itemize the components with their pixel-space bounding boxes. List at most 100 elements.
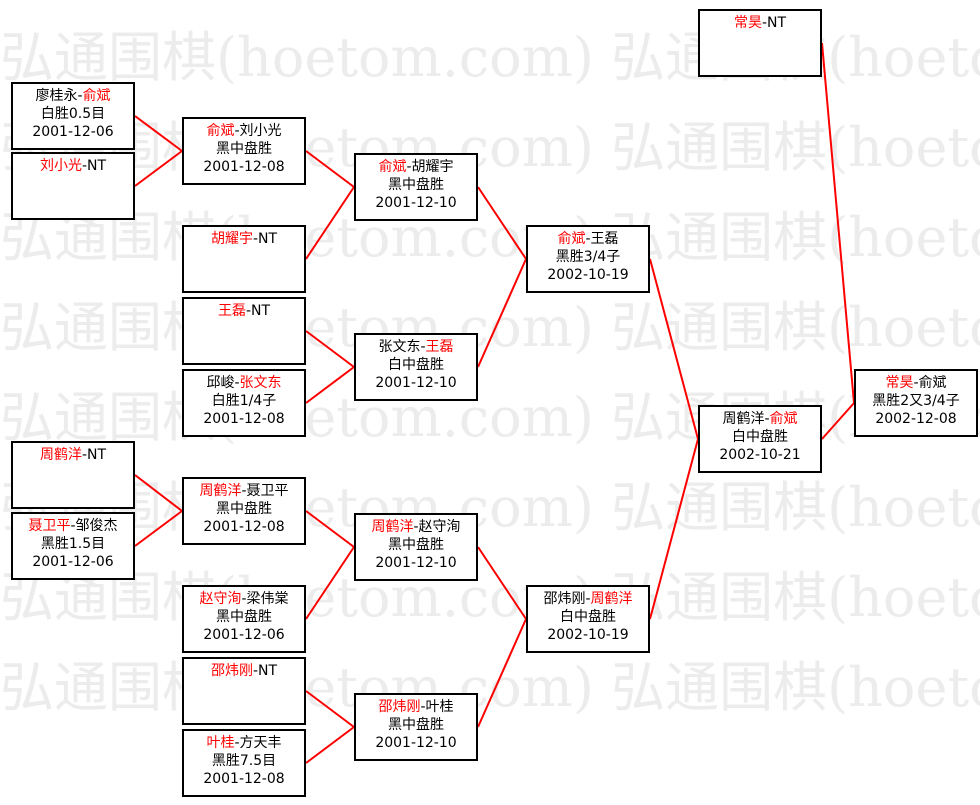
players-separator: - (81, 447, 88, 463)
match-date: 2001-12-08 (203, 159, 285, 175)
players-separator: - (252, 663, 259, 679)
players-separator: - (241, 483, 247, 499)
match-players: 王磊-NT (184, 302, 304, 320)
bracket-connector-line (134, 150, 183, 187)
match-players: 周鹤洋-俞斌 (700, 410, 820, 428)
player-name: NT (258, 231, 278, 247)
player-name: 廖桂永 (35, 88, 78, 104)
player-name: 聂卫平 (246, 483, 289, 499)
bracket-connector-line (649, 438, 699, 620)
players-separator: - (585, 231, 591, 247)
bracket-connector-line (477, 258, 527, 368)
match-result: 黑胜2又3/4子 (872, 393, 960, 409)
players-separator: - (585, 591, 591, 607)
player-name: 王磊 (217, 303, 246, 319)
player-name: 赵守洵 (199, 591, 242, 607)
match-players: 聂卫平-邹俊杰 (13, 517, 133, 535)
watermark-line: 弘通围棋(hoetom.com) 弘通围棋(hoetom.com) (0, 116, 980, 179)
match-players: 张文东-王磊 (356, 338, 476, 356)
players-separator: - (245, 303, 252, 319)
match-players: 俞斌-王磊 (528, 230, 648, 248)
match-date: 2001-12-10 (375, 195, 457, 211)
players-separator: - (413, 519, 419, 535)
match-box: 周鹤洋-NT (11, 441, 135, 509)
player-name: 梁伟棠 (246, 591, 289, 607)
match-players: 常昊-俞斌 (856, 374, 976, 392)
match-result: 黑中盘胜 (216, 609, 272, 625)
match-result: 黑中盘胜 (216, 141, 272, 157)
player-name: 俞斌 (557, 231, 586, 247)
player-name: 俞斌 (378, 159, 407, 175)
watermark-line: 弘通围棋(hoetom.com) 弘通围棋(hoetom.com) (0, 656, 980, 719)
bracket-connector-line (477, 618, 527, 728)
bracket-connector-line (649, 258, 699, 440)
watermark-line: 弘通围棋(hoetom.com) 弘通围棋(hoetom.com) (0, 476, 980, 539)
match-players: 周鹤洋-聂卫平 (184, 482, 304, 500)
match-box: 胡耀宇-NT (182, 225, 306, 293)
bracket-connector-line (305, 150, 355, 188)
bracket-connector-line (305, 330, 355, 368)
player-name: 刘小光 (239, 123, 282, 139)
bracket-connector-line (305, 510, 355, 548)
match-date: 2001-12-08 (203, 411, 285, 427)
bracket-connector-line (305, 186, 355, 260)
player-name: 邱峻 (206, 375, 235, 391)
match-players: 赵守洵-梁伟棠 (184, 590, 304, 608)
player-name: 方天丰 (239, 735, 282, 751)
player-name: 邵炜刚 (210, 663, 253, 679)
match-players: 俞斌-胡耀宇 (356, 158, 476, 176)
player-name: 刘小光 (39, 158, 82, 174)
player-name: 张文东 (239, 375, 282, 391)
player-name: NT (87, 158, 107, 174)
match-date: 2002-10-19 (547, 267, 629, 283)
watermark-line: 弘通围棋(hoetom.com) 弘通围棋(hoetom.com) (0, 206, 980, 269)
match-players: 邱峻-张文东 (184, 374, 304, 392)
match-players: 胡耀宇-NT (184, 230, 304, 248)
match-box: 俞斌-刘小光黑中盘胜 2001-12-08 (182, 117, 306, 185)
match-box: 常昊-NT (698, 9, 822, 77)
match-box: 王磊-NT (182, 297, 306, 365)
bracket-connector-line (305, 366, 355, 404)
player-name: 邵炜刚 (543, 591, 586, 607)
player-name: 周鹤洋 (199, 483, 242, 499)
players-separator: - (77, 88, 83, 104)
player-name: 邹俊杰 (75, 518, 118, 534)
bracket-connector-line (134, 510, 183, 547)
match-result: 白中盘胜 (388, 357, 444, 373)
players-separator: - (406, 159, 412, 175)
match-players: 俞斌-刘小光 (184, 122, 304, 140)
players-separator: - (764, 411, 770, 427)
player-name: 胡耀宇 (411, 159, 454, 175)
player-name: 王磊 (425, 339, 454, 355)
bracket-connector-line (821, 42, 855, 404)
player-name: 邵炜刚 (378, 699, 421, 715)
match-date: 2002-10-21 (719, 447, 801, 463)
match-players: 廖桂永-俞斌 (13, 87, 133, 105)
match-date: 2001-12-08 (203, 519, 285, 535)
bracket-connector-line (305, 546, 355, 620)
match-players: 邵炜刚-周鹤洋 (528, 590, 648, 608)
player-name: 胡耀宇 (210, 231, 253, 247)
player-name: 俞斌 (206, 123, 235, 139)
match-date: 2001-12-06 (203, 627, 285, 643)
player-name: NT (251, 303, 271, 319)
match-box: 赵守洵-梁伟棠黑中盘胜 2001-12-06 (182, 585, 306, 653)
player-name: 张文东 (378, 339, 421, 355)
bracket-connector-line (134, 115, 183, 152)
match-result: 黑胜1.5目 (40, 536, 106, 552)
match-players: 周鹤洋-NT (13, 446, 133, 464)
match-date: 2001-12-10 (375, 735, 457, 751)
match-players: 邵炜刚-NT (184, 662, 304, 680)
match-date: 2002-10-19 (547, 627, 629, 643)
